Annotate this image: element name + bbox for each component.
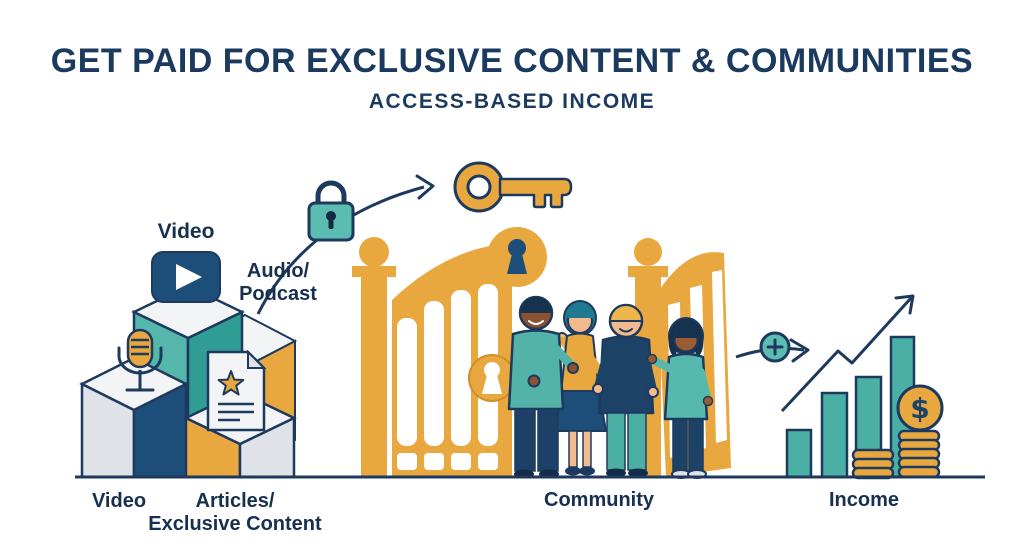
padlock-icon — [307, 180, 355, 242]
label-audio-line1: Audio/ — [246, 260, 310, 282]
gate-lock-icon — [468, 354, 516, 402]
page-subtitle: ACCESS-BASED INCOME — [368, 90, 656, 113]
dollar-coin-icon: $ — [896, 384, 944, 432]
key-icon — [453, 161, 573, 213]
label-audio-podcast: Audio/ Podcast — [239, 260, 317, 306]
community-people — [507, 295, 714, 479]
keyhole-icon — [487, 227, 547, 287]
content-pillars — [79, 251, 298, 479]
document-star-icon — [206, 349, 267, 432]
plus-circle-icon — [735, 331, 810, 363]
pillar-front-left — [79, 356, 189, 479]
label-video-stack: Video — [157, 220, 215, 243]
label-audio-line2: Podcast — [239, 283, 317, 305]
income-illustration: $ — [780, 294, 944, 480]
person-woman-teal — [646, 317, 714, 479]
unlock-arrow — [256, 174, 435, 315]
label-articles-exclusive: Articles/ Exclusive Content — [148, 490, 321, 536]
dollar-sign: $ — [910, 392, 929, 425]
page-title: GET PAID FOR EXCLUSIVE CONTENT & COMMUNI… — [50, 42, 974, 80]
label-income: Income — [828, 489, 900, 511]
label-community: Community — [544, 489, 654, 511]
label-articles-line2: Exclusive Content — [148, 513, 322, 535]
star-icon — [217, 370, 245, 396]
microphone-icon — [117, 328, 163, 392]
label-video: Video — [91, 490, 147, 512]
person-man-navy — [592, 303, 659, 478]
play-icon — [151, 251, 221, 303]
growth-arrow-icon — [780, 294, 915, 413]
person-man-teal — [507, 295, 579, 479]
bar-chart — [785, 335, 916, 479]
gate — [352, 227, 731, 477]
label-articles-line1: Articles/ — [195, 490, 275, 512]
